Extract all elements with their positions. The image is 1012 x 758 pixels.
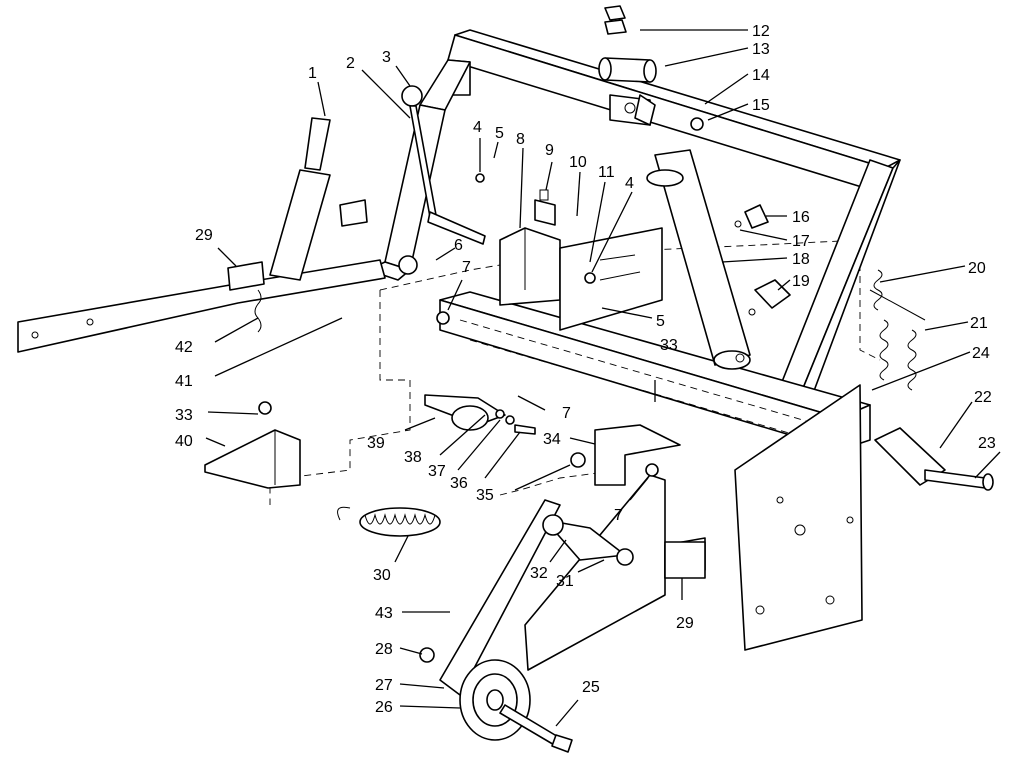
callout-label: 28	[375, 641, 393, 658]
callout-label: 17	[792, 233, 810, 250]
callout-label: 41	[175, 373, 193, 390]
callout-label: 2	[346, 55, 355, 72]
callout-label: 27	[375, 677, 393, 694]
callout-label: 29	[676, 615, 694, 632]
callout-label: 33	[660, 337, 678, 354]
callout-label: 42	[175, 339, 193, 356]
callout-label: 32	[530, 565, 548, 582]
callout-label: 21	[970, 315, 988, 332]
callout-label: 7	[562, 405, 571, 422]
callout-label: 25	[582, 679, 600, 696]
hardware	[419, 94, 704, 663]
shaft-and-bracket	[204, 394, 506, 489]
callout-label: 4	[625, 175, 634, 192]
callout-label: 33	[175, 407, 193, 424]
callout-labels: 1 2 3 4 5 8 9 10 11 4 12 13 14 15 16 17 …	[175, 23, 996, 716]
leader-lines	[205, 29, 1001, 727]
left-arm-assembly	[17, 117, 386, 353]
callout-label: 12	[752, 23, 770, 40]
callout-label: 15	[752, 97, 770, 114]
callout-label: 43	[375, 605, 393, 622]
callout-label: 7	[614, 507, 623, 524]
callout-label: 30	[373, 567, 391, 584]
cylinder	[646, 149, 751, 370]
callout-label: 10	[569, 154, 587, 171]
callout-label: 9	[545, 142, 554, 159]
callout-label: 26	[375, 699, 393, 716]
callout-label: 37	[428, 463, 446, 480]
callout-label: 8	[516, 131, 525, 148]
callout-label: 20	[968, 260, 986, 277]
callout-label: 19	[792, 273, 810, 290]
right-side-plate	[734, 384, 863, 651]
callout-label: 38	[404, 449, 422, 466]
callout-label: 29	[195, 227, 213, 244]
callout-label: 1	[308, 65, 317, 82]
main-frame	[367, 29, 901, 421]
callout-label: 5	[495, 125, 504, 142]
top-pin	[598, 5, 657, 83]
callout-label: 18	[792, 251, 810, 268]
decal	[664, 541, 706, 579]
callout-label: 23	[978, 435, 996, 452]
callout-label: 13	[752, 41, 770, 58]
callout-label: 34	[543, 431, 561, 448]
pulley	[459, 659, 573, 753]
callout-label: 40	[175, 433, 193, 450]
small-bracket	[594, 424, 681, 486]
callout-label: 39	[367, 435, 385, 452]
extension-spring	[337, 506, 441, 537]
shift-lever	[398, 85, 486, 275]
callout-label: 31	[556, 573, 574, 590]
callout-label: 35	[476, 487, 494, 504]
cross-bar	[439, 291, 871, 451]
right-springs	[869, 269, 994, 491]
switch-bracket	[499, 189, 561, 306]
callout-label: 4	[473, 119, 482, 136]
callout-label: 6	[454, 237, 463, 254]
callout-label: 5	[656, 313, 665, 330]
upper-right-plate	[559, 227, 663, 331]
callout-label: 24	[972, 345, 990, 362]
callout-label: 7	[462, 259, 471, 276]
callout-label: 36	[450, 475, 468, 492]
callout-label: 16	[792, 209, 810, 226]
callout-label: 22	[974, 389, 992, 406]
callout-label: 3	[382, 49, 391, 66]
callout-label: 11	[598, 164, 615, 181]
callout-label: 14	[752, 67, 770, 84]
